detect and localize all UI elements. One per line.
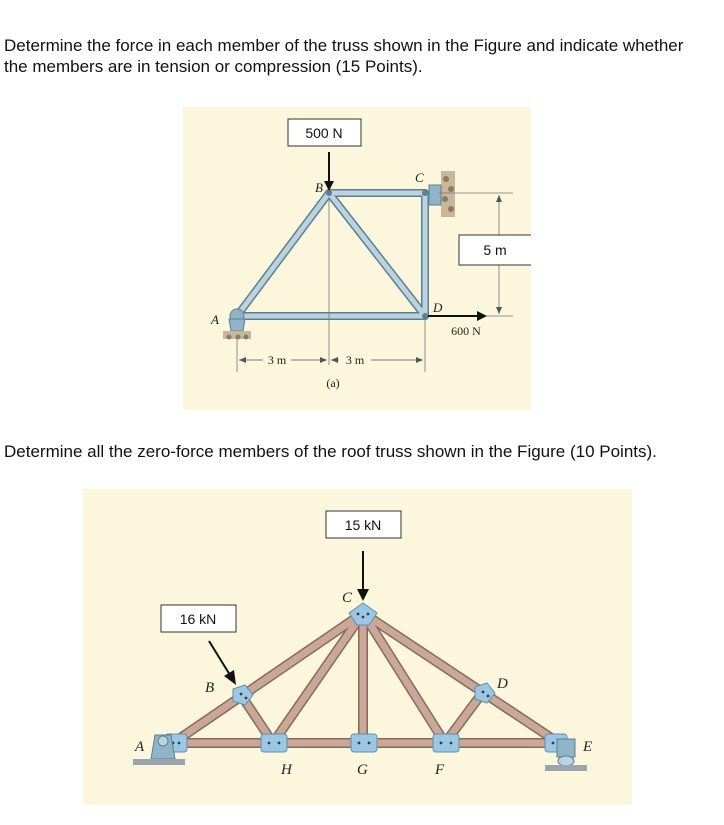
joint-d — [422, 313, 428, 319]
joint-label-b: B — [205, 680, 214, 696]
load-label-top: 15 kN — [345, 517, 382, 533]
load-label-side: 16 kN — [180, 611, 217, 627]
wall-support-c — [428, 171, 455, 217]
joint-label-a: A — [210, 312, 219, 327]
figure-caption: (a) — [326, 376, 339, 390]
gusset-c — [348, 602, 378, 626]
pin-support-a — [223, 308, 251, 340]
pin-support-a — [133, 734, 185, 765]
gusset-g — [350, 733, 378, 753]
height-label: 5 m — [483, 242, 506, 258]
joint-label-h: H — [280, 762, 293, 778]
roller-support-e — [545, 738, 587, 771]
gusset-f — [432, 733, 460, 753]
load-label-box-side — [160, 604, 237, 633]
joint-label-d: D — [496, 676, 508, 692]
load-arrow-side — [208, 640, 231, 676]
gusset-b — [232, 684, 254, 706]
joint-c — [422, 190, 428, 196]
figure-2-roof-truss: 15 kN 16 kN A B C D E F G H — [83, 489, 632, 805]
question-1-text: Determine the force in each member of th… — [4, 36, 684, 76]
joint-label-g: G — [357, 762, 368, 778]
load-label-side: 600 N — [451, 324, 481, 338]
joint-label-c: C — [415, 170, 424, 185]
joint-label-c: C — [342, 590, 353, 606]
joint-label-a: A — [134, 739, 145, 755]
load-label-box-top — [325, 510, 402, 539]
gusset-h — [260, 733, 288, 753]
joint-b — [326, 190, 332, 196]
height-label-box — [458, 234, 531, 266]
joint-label-f: F — [434, 762, 445, 778]
load-label-box-top — [287, 118, 362, 147]
figure-1-truss: 3 m 3 m (a) 500 N 600 N 5 m B C D A — [183, 107, 531, 410]
gusset-d — [474, 682, 496, 704]
dim-right-label: 3 m — [346, 353, 365, 367]
joint-label-e: E — [582, 739, 592, 755]
joint-label-d: D — [432, 300, 443, 315]
joint-label-b: B — [315, 180, 323, 195]
question-2-text: Determine all the zero-force members of … — [4, 442, 657, 461]
dim-left-label: 3 m — [268, 353, 287, 367]
load-label-top: 500 N — [305, 125, 342, 141]
